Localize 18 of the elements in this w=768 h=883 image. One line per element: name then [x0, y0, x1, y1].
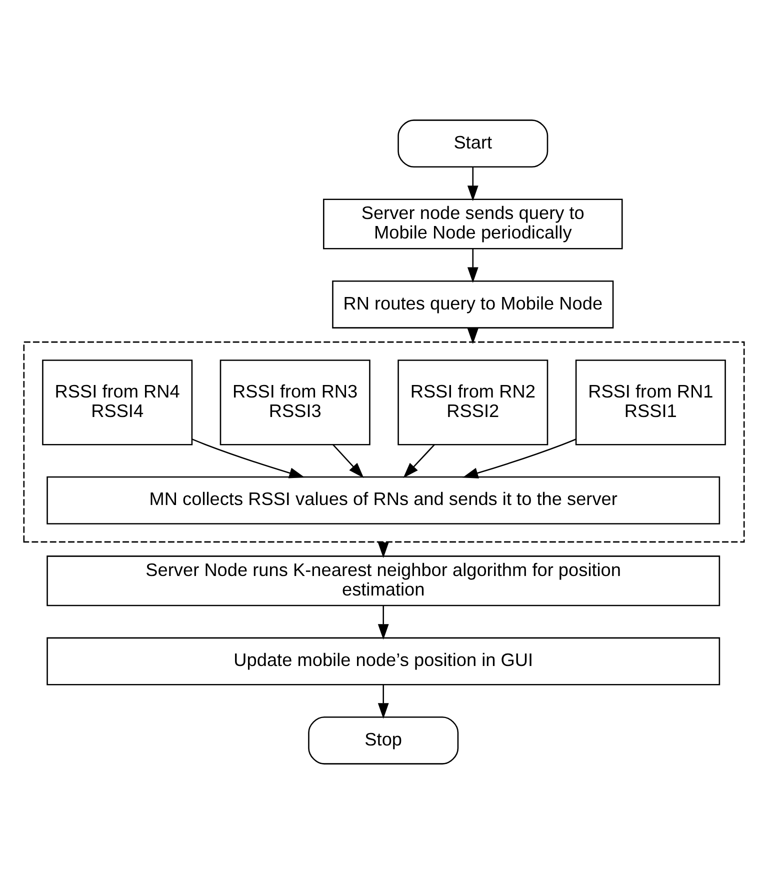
node-box: Server Node runs K-nearest neighbor algorithm for position estimation: [46, 555, 720, 606]
node-box: RSSI from RN4 RSSI4: [42, 359, 193, 445]
arrow: [403, 444, 435, 478]
arrow: [462, 438, 576, 478]
arrow: [378, 684, 389, 718]
node-box: Start: [398, 119, 548, 168]
arrow: [192, 438, 305, 478]
node-box: RSSI from RN2 RSSI2: [398, 359, 548, 445]
node-box: Server node sends query to Mobile Node periodically: [323, 198, 623, 249]
node-box: Update mobile node’s position in GUI: [46, 636, 720, 685]
arrow: [332, 444, 364, 478]
node-box: Stop: [308, 716, 459, 764]
arrow: [467, 248, 478, 282]
arrow: [378, 605, 389, 640]
node-box: RSSI from RN1 RSSI1: [575, 359, 726, 445]
node-box: MN collects RSSI values of RNs and sends it to the server: [46, 476, 720, 524]
node-box: RSSI from RN3 RSSI3: [220, 359, 370, 445]
arrow: [467, 166, 478, 201]
